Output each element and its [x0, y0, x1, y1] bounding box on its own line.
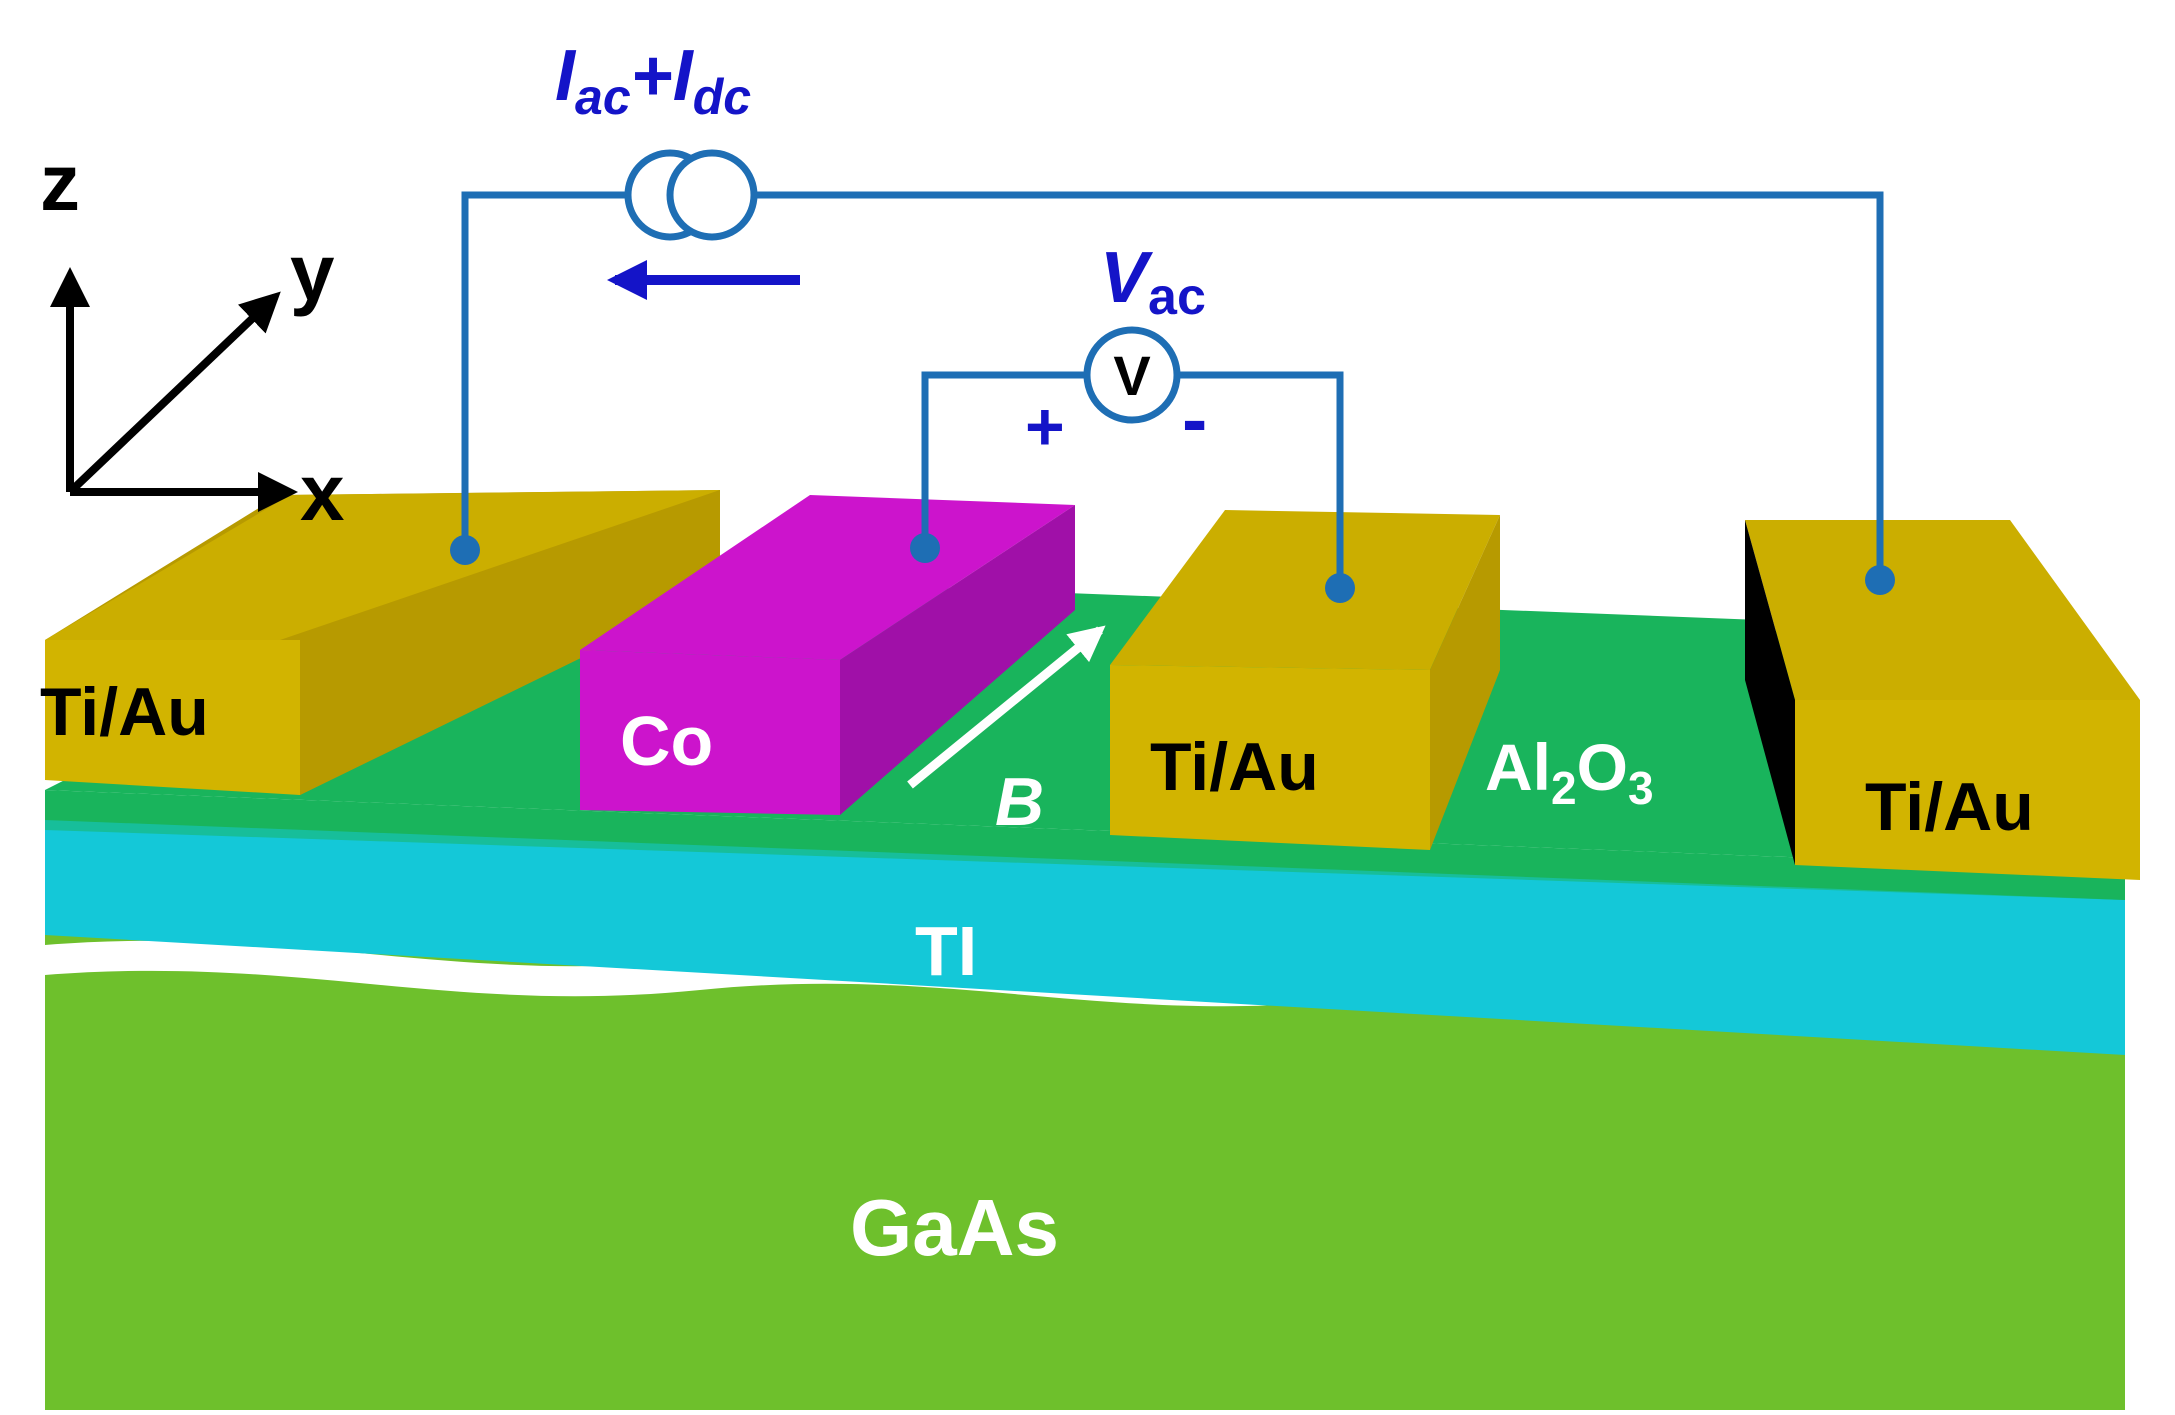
- current-symbol-ac: I: [555, 36, 577, 116]
- axes: z y x: [40, 138, 345, 537]
- current-sub-dc: dc: [693, 69, 752, 125]
- al2o3-label: Al2O3: [1485, 730, 1654, 814]
- electrode-right-label: Ti/Au: [1865, 769, 2034, 845]
- current-source-icon: [624, 149, 758, 241]
- electrode-middle: [1110, 510, 1500, 850]
- ti-layer-label: TI: [915, 912, 977, 990]
- voltage-circuit-wire: [921, 371, 1344, 588]
- z-axis-label: z: [40, 138, 80, 227]
- voltmeter-icon: V: [1083, 326, 1181, 424]
- voltage-sub: ac: [1148, 268, 1206, 326]
- current-symbol-dc: I: [673, 36, 695, 116]
- contact-dot-middle: [1325, 573, 1355, 603]
- current-sub-ac: ac: [575, 69, 631, 125]
- polarity-plus: +: [1025, 389, 1065, 465]
- y-axis-arrow: [67, 291, 281, 495]
- cobalt-label: Co: [620, 702, 713, 780]
- diagonal-arrow-icon: [907, 625, 1106, 789]
- al2o3-part-al: Al: [1485, 730, 1551, 804]
- voltmeter-label: V: [1113, 344, 1150, 407]
- contact-dot-right: [1865, 565, 1895, 595]
- x-axis-label: x: [300, 448, 345, 537]
- electrode-right: [1745, 520, 2140, 880]
- electrode-left: [45, 490, 720, 795]
- voltage-symbol: V: [1100, 238, 1154, 318]
- electrode-middle-label: Ti/Au: [1150, 729, 1319, 805]
- contact-dot-cobalt: [910, 533, 940, 563]
- cobalt-bar: [580, 495, 1075, 815]
- voltage-label: Vac: [1100, 238, 1206, 326]
- polarity-minus: -: [1182, 377, 1207, 462]
- contact-dot-left: [450, 535, 480, 565]
- al2o3-sub-3: 3: [1628, 762, 1654, 814]
- current-plus: +: [631, 36, 673, 116]
- al2o3-part-o: O: [1577, 730, 1628, 804]
- current-source-label: Iac+Idc: [555, 36, 751, 125]
- y-axis-label: y: [290, 228, 335, 317]
- electrode-left-label: Ti/Au: [40, 674, 209, 750]
- field-label: B: [995, 764, 1044, 840]
- current-circuit-wire: [461, 191, 1884, 580]
- gaas-label: GaAs: [850, 1183, 1059, 1272]
- al2o3-sub-2: 2: [1551, 762, 1577, 814]
